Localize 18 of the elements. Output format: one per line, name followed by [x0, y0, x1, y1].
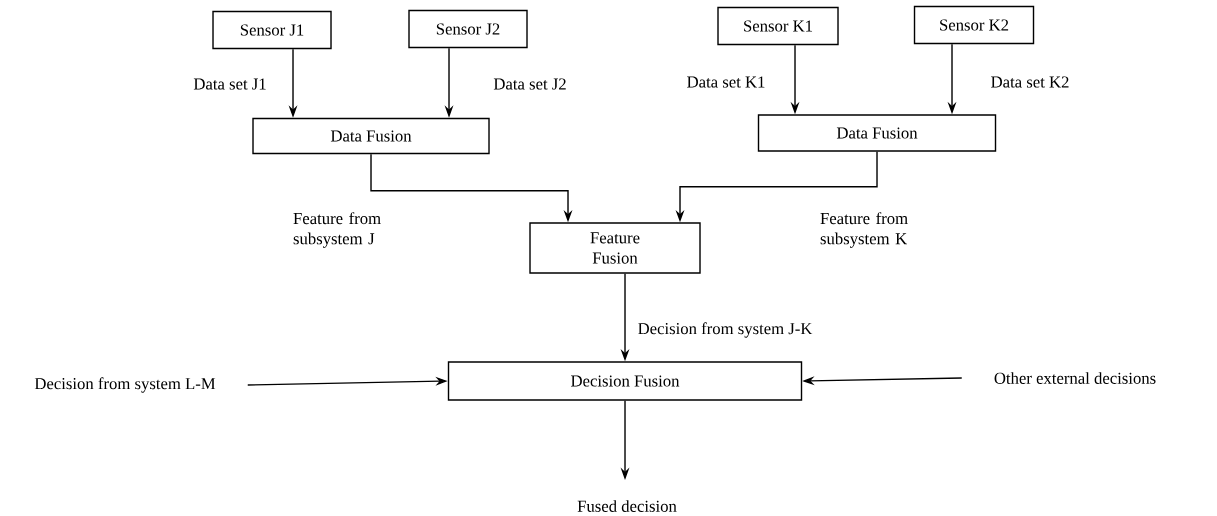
edge-label: Data set K1 — [687, 76, 765, 88]
edge-label: Data set J2 — [493, 78, 566, 90]
process-box: Sensor J1 — [212, 10, 332, 50]
edge-label: Data set K2 — [991, 76, 1069, 88]
edge-label: Data set J1 — [193, 78, 266, 90]
process-box: Decision Fusion — [447, 361, 803, 401]
edge-label: Decision from system J-K — [638, 322, 813, 338]
process-box: Sensor K2 — [913, 5, 1035, 45]
input-text: Decision from system L-M — [34, 377, 216, 393]
process-box: Sensor K1 — [717, 6, 839, 46]
process-box: Data Fusion — [757, 114, 997, 152]
process-box: Feature Fusion — [529, 222, 701, 274]
edge-label: Feature from subsystem J — [293, 212, 381, 248]
process-box: Data Fusion — [252, 117, 490, 155]
edge-label: Feature from subsystem K — [820, 212, 908, 248]
input-text: Other external decisions — [994, 372, 1156, 384]
process-box: Sensor J2 — [408, 9, 528, 49]
input-text: Fused decision — [577, 500, 677, 512]
